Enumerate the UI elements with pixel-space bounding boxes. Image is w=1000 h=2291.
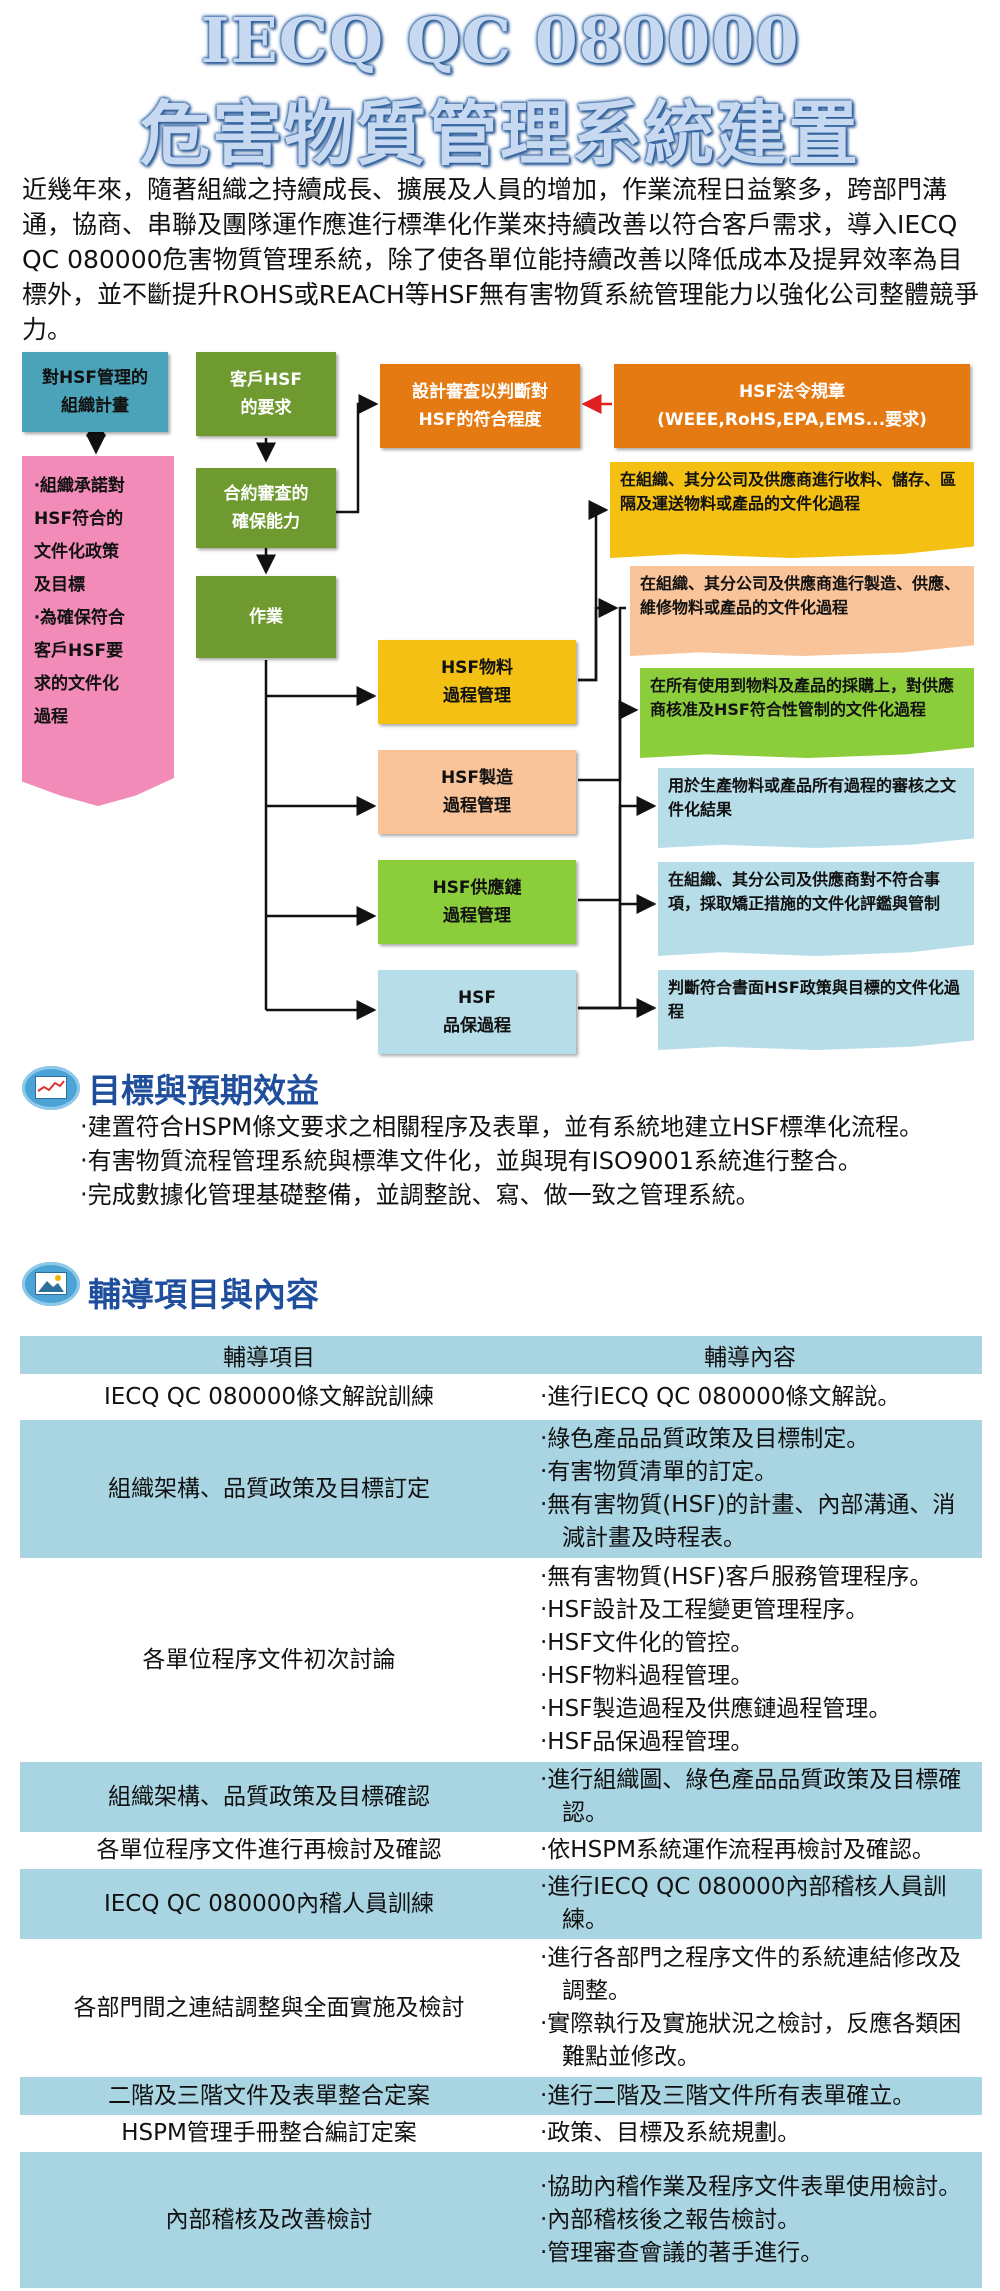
- goals-list: ‧建置符合HSPM條文要求之相關程序及表單，並有系統地建立HSF標準化流程。 ‧…: [80, 1110, 980, 1212]
- intro-paragraph: 近幾年來，隨著組織之持續成長、擴展及人員的增加，作業流程日益繁多，跨部門溝通，協…: [22, 175, 979, 344]
- note-corrective-action: 在組織、其分公司及供應商對不符合事項，採取矯正措施的文件化評鑑與管制: [658, 862, 974, 956]
- note-material-handling: 在組織、其分公司及供應商進行收料、儲存、區隔及運送物料或產品的文件化過程: [610, 462, 974, 558]
- column-header-content: 輔導內容: [518, 1336, 982, 1374]
- hsf-material-process-box: HSF物料過程管理: [378, 640, 576, 724]
- table-row: 各部門間之連結調整與全面實施及檢討 ‧進行各部門之程序文件的系統連結修改及調整。…: [20, 1939, 982, 2077]
- picture-icon: [22, 1262, 80, 1306]
- hsf-manufacturing-process-box: HSF製造過程管理: [378, 750, 576, 834]
- hsf-supply-chain-process-box: HSF供應鏈過程管理: [378, 860, 576, 944]
- goals-item: ‧有害物質流程管理系統與標準文件化，並與現有ISO9001系統進行整合。: [80, 1147, 862, 1175]
- consult-heading: 輔導項目與內容: [88, 1275, 319, 1314]
- table-row: 二階及三階文件及表單整合定案 ‧進行二階及三階文件所有表單確立。: [20, 2077, 982, 2115]
- note-manufacturing: 在組織、其分公司及供應商進行製造、供應、維修物料或產品的文件化過程: [630, 566, 974, 656]
- table-row: HSPM管理手冊整合編訂定案 ‧政策、目標及系統規劃。: [20, 2115, 982, 2152]
- table-row: IECQ QC 080000條文解說訓練 ‧進行IECQ QC 080000條文…: [20, 1374, 982, 1420]
- chart-icon: [22, 1066, 80, 1110]
- hsf-regulations-box: HSF法令規章(WEEE,RoHS,EPA,EMS...要求): [614, 364, 970, 448]
- goals-item: ‧完成數據化管理基礎整備，並調整說、寫、做一致之管理系統。: [80, 1181, 760, 1209]
- contract-review-box: 合約審查的確保能力: [196, 468, 336, 548]
- table-row: 內部稽核及改善檢討 ‧協助內稽作業及程序文件表單使用檢討。 ‧內部稽核後之報告檢…: [20, 2152, 982, 2288]
- column-header-item: 輔導項目: [20, 1336, 518, 1374]
- note-supplier-approval: 在所有使用到物料及產品的採購上，對供應商核准及HSF符合性管制的文件化過程: [640, 668, 974, 758]
- page-title-line2: 危害物質管理系統建置: [140, 93, 860, 175]
- operation-box: 作業: [196, 576, 336, 658]
- page-title-line1: IECQ QC 080000: [200, 4, 800, 77]
- note-process-audit: 用於生產物料或產品所有過程的審核之文件化結果: [658, 768, 974, 848]
- note-conformity-judgement: 判斷符合書面HSF政策與目標的文件化過程: [658, 970, 974, 1050]
- table-row: IECQ QC 080000內稽人員訓練 ‧進行IECQ QC 080000內部…: [20, 1869, 982, 1939]
- table-row: 各單位程序文件初次討論 ‧無有害物質(HSF)客戶服務管理程序。 ‧HSF設計及…: [20, 1558, 982, 1762]
- policy-commitment-document: ‧組織承諾對 HSF符合的 文件化政策 及目標 ‧為確保符合 客戶HSF要 求的…: [22, 456, 174, 806]
- table-row: 組織架構、品質政策及目標確認 ‧進行組織圖、綠色產品品質政策及目標確認。: [20, 1762, 982, 1832]
- table-row: 各單位程序文件進行再檢討及確認 ‧依HSPM系統運作流程再檢討及確認。: [20, 1832, 982, 1869]
- consulting-table: 輔導項目 輔導內容 IECQ QC 080000條文解說訓練 ‧進行IECQ Q…: [20, 1336, 982, 2288]
- goals-item: ‧建置符合HSPM條文要求之相關程序及表單，並有系統地建立HSF標準化流程。: [80, 1113, 924, 1141]
- org-plan-box: 對HSF管理的組織計畫: [22, 352, 168, 432]
- goals-heading: 目標與預期效益: [88, 1071, 319, 1110]
- flowchart-connectors: [86, 394, 657, 1020]
- table-row: 組織架構、品質政策及目標訂定 ‧綠色產品品質政策及目標制定。 ‧有害物質清單的訂…: [20, 1420, 982, 1558]
